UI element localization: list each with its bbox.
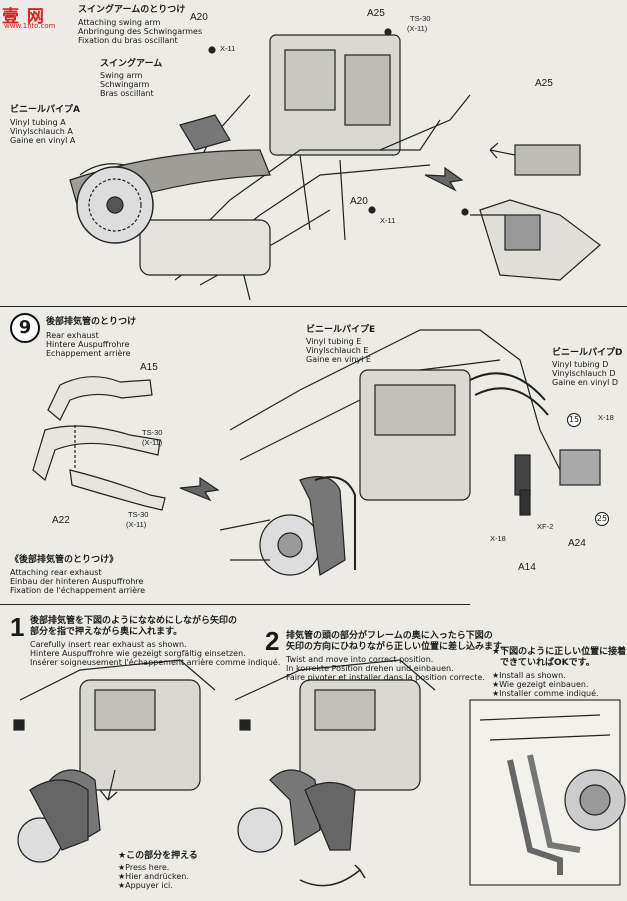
step2-number: 2 <box>265 626 280 656</box>
sec9-title-fr: Echappement arrière <box>46 349 131 358</box>
step1-note-jp: ★この部分を押える <box>118 851 198 861</box>
motorcycle-frame-mid <box>219 329 601 576</box>
sec9-sub-fr: Fixation de l'échappement arrière <box>10 586 146 595</box>
step2-illustration <box>234 659 436 887</box>
exhaust-part-a15 <box>32 376 166 511</box>
sec8-title-de: Anbringung des Schwingarmes <box>78 27 203 36</box>
step3-de: ★Wie gezeigt einbauen. <box>492 680 589 689</box>
step2-en: Twist and move into correct position. <box>286 655 434 664</box>
part-label-a22: A22 <box>52 515 70 526</box>
part-label-x11-a: (X-11) <box>142 438 163 447</box>
step1-en: Carefully insert rear exhaust as shown. <box>30 640 187 649</box>
screw-icon-sec8 <box>208 28 469 216</box>
part-label-ts30-a: TS-30 <box>142 428 163 437</box>
part-label-a14: A14 <box>518 562 536 573</box>
part-label-a24: A24 <box>568 538 586 549</box>
swing-arm-en: Swing arm <box>100 71 143 80</box>
part-label-xf2: XF-2 <box>537 522 554 531</box>
step1-note-de: ★Hier andrücken. <box>118 872 189 881</box>
step3-fr: ★Installer comme indiqué. <box>492 689 599 698</box>
step1-illustration <box>13 659 216 863</box>
vinyl-d-en: Vinyl tubing D <box>552 360 609 369</box>
part-label-x11-paren: (X-11) <box>407 24 428 33</box>
vinyl-a-de: Vinylschlauch A <box>10 127 73 136</box>
step1-jp1: 後部排気管を下図のようにななめにしながら矢印の <box>30 616 238 626</box>
step3-illustration <box>469 699 626 886</box>
vinyl-a-fr: Gaine en vinyl A <box>10 136 76 145</box>
section-divider-2 <box>0 604 470 605</box>
step1-number: 1 <box>10 612 25 642</box>
part-label-x11-mid: X-11 <box>380 216 396 225</box>
vinyl-d-fr: Gaine en vinyl D <box>552 378 619 387</box>
sec9-sub-en: Attaching rear exhaust <box>10 568 102 577</box>
part-label-x18-low: X-18 <box>490 534 506 543</box>
sec9-title-de: Hintere Auspuffrohre <box>46 340 130 349</box>
step1-note-fr: ★Appuyer ici. <box>118 881 173 890</box>
sec8-title-fr: Fixation du bras oscillant <box>78 36 178 45</box>
vinyl-a-jp: ビニールパイプA <box>10 105 80 115</box>
part-label-a20-top: A20 <box>190 12 208 23</box>
sec8-title-en: Attaching swing arm <box>78 18 161 27</box>
part-label-ts30: TS-30 <box>410 14 431 23</box>
sec9-sub-de: Einbau der hinteren Auspuffrohre <box>10 577 144 586</box>
part-label-x11-top: X-11 <box>220 44 236 53</box>
sec9-title-jp: 後部排気管のとりつけ <box>46 317 137 327</box>
vinyl-e-en: Vinyl tubing E <box>306 337 362 346</box>
part-label-a20-mid: A20 <box>350 196 368 207</box>
part-label-a25-top: A25 <box>367 8 385 19</box>
sec9-sub-jp: 《後部排気管のとりつけ》 <box>10 555 119 565</box>
swing-arm-fr: Bras oscillant <box>100 89 154 98</box>
color-callout-15: 15 <box>567 413 581 427</box>
vinyl-a-en: Vinyl tubing A <box>10 118 66 127</box>
motorcycle-frame-top <box>139 34 471 301</box>
vinyl-e-jp: ビニールパイプE <box>306 325 376 335</box>
vinyl-e-de: Vinylschlauch E <box>306 346 369 355</box>
watermark-logo: 壹 网 <box>2 7 45 27</box>
step1-de: Hintere Auspuffrohre wie gezeigt sorgfäl… <box>30 649 246 658</box>
step1-note-en: ★Press here. <box>118 863 170 872</box>
step3-en: ★Install as shown. <box>492 671 566 680</box>
arrow-icon-sec9 <box>179 476 220 502</box>
part-label-a15: A15 <box>140 362 158 373</box>
arrow-icon-sec8 <box>424 166 464 192</box>
sec9-title-en: Rear exhaust <box>46 331 99 340</box>
swing-arm <box>69 114 271 244</box>
step-number-9: 9 <box>10 313 40 343</box>
part-label-x11-b: (X-11) <box>126 520 147 529</box>
step2-fr: Faire pivoter et installer dans la posit… <box>286 673 485 682</box>
step2-jp2: 矢印の方向にひねりながら正しい位置に差し込みます。 <box>286 642 511 652</box>
swing-arm-de: Schwingarm <box>100 80 150 89</box>
step1-jp2: 部分を指で押えながら奥に入れます。 <box>30 627 183 637</box>
step1-fr: Insérer soigneusement l'échappement arri… <box>30 658 281 667</box>
step2-jp1: 排気管の頭の部分がフレームの奥に入ったら下図の <box>286 631 493 641</box>
step3-jp1: ★下図のように正しい位置に接着 <box>492 647 627 657</box>
color-callout-25: 25 <box>595 512 609 526</box>
detail-part-a25 <box>470 142 601 281</box>
section-divider-1 <box>0 306 627 307</box>
part-label-ts30-b: TS-30 <box>128 510 149 519</box>
part-label-x18-right: X-18 <box>598 413 614 422</box>
step3-jp2: できていればOKです。 <box>500 658 595 668</box>
swing-arm-jp: スイングアーム <box>100 59 163 69</box>
sec8-title-jp: スイングアームのとりつけ <box>78 5 186 15</box>
step2-de: In korrekte Position drehen und einbauen… <box>286 664 454 673</box>
vinyl-e-fr: Gaine en vinyl E <box>306 355 371 364</box>
watermark-url: www.1nfo.com <box>4 22 56 30</box>
vinyl-d-de: Vinylschlauch D <box>552 369 616 378</box>
vinyl-d-jp: ビニールパイプD <box>552 348 623 358</box>
part-label-a25-right: A25 <box>535 78 553 89</box>
